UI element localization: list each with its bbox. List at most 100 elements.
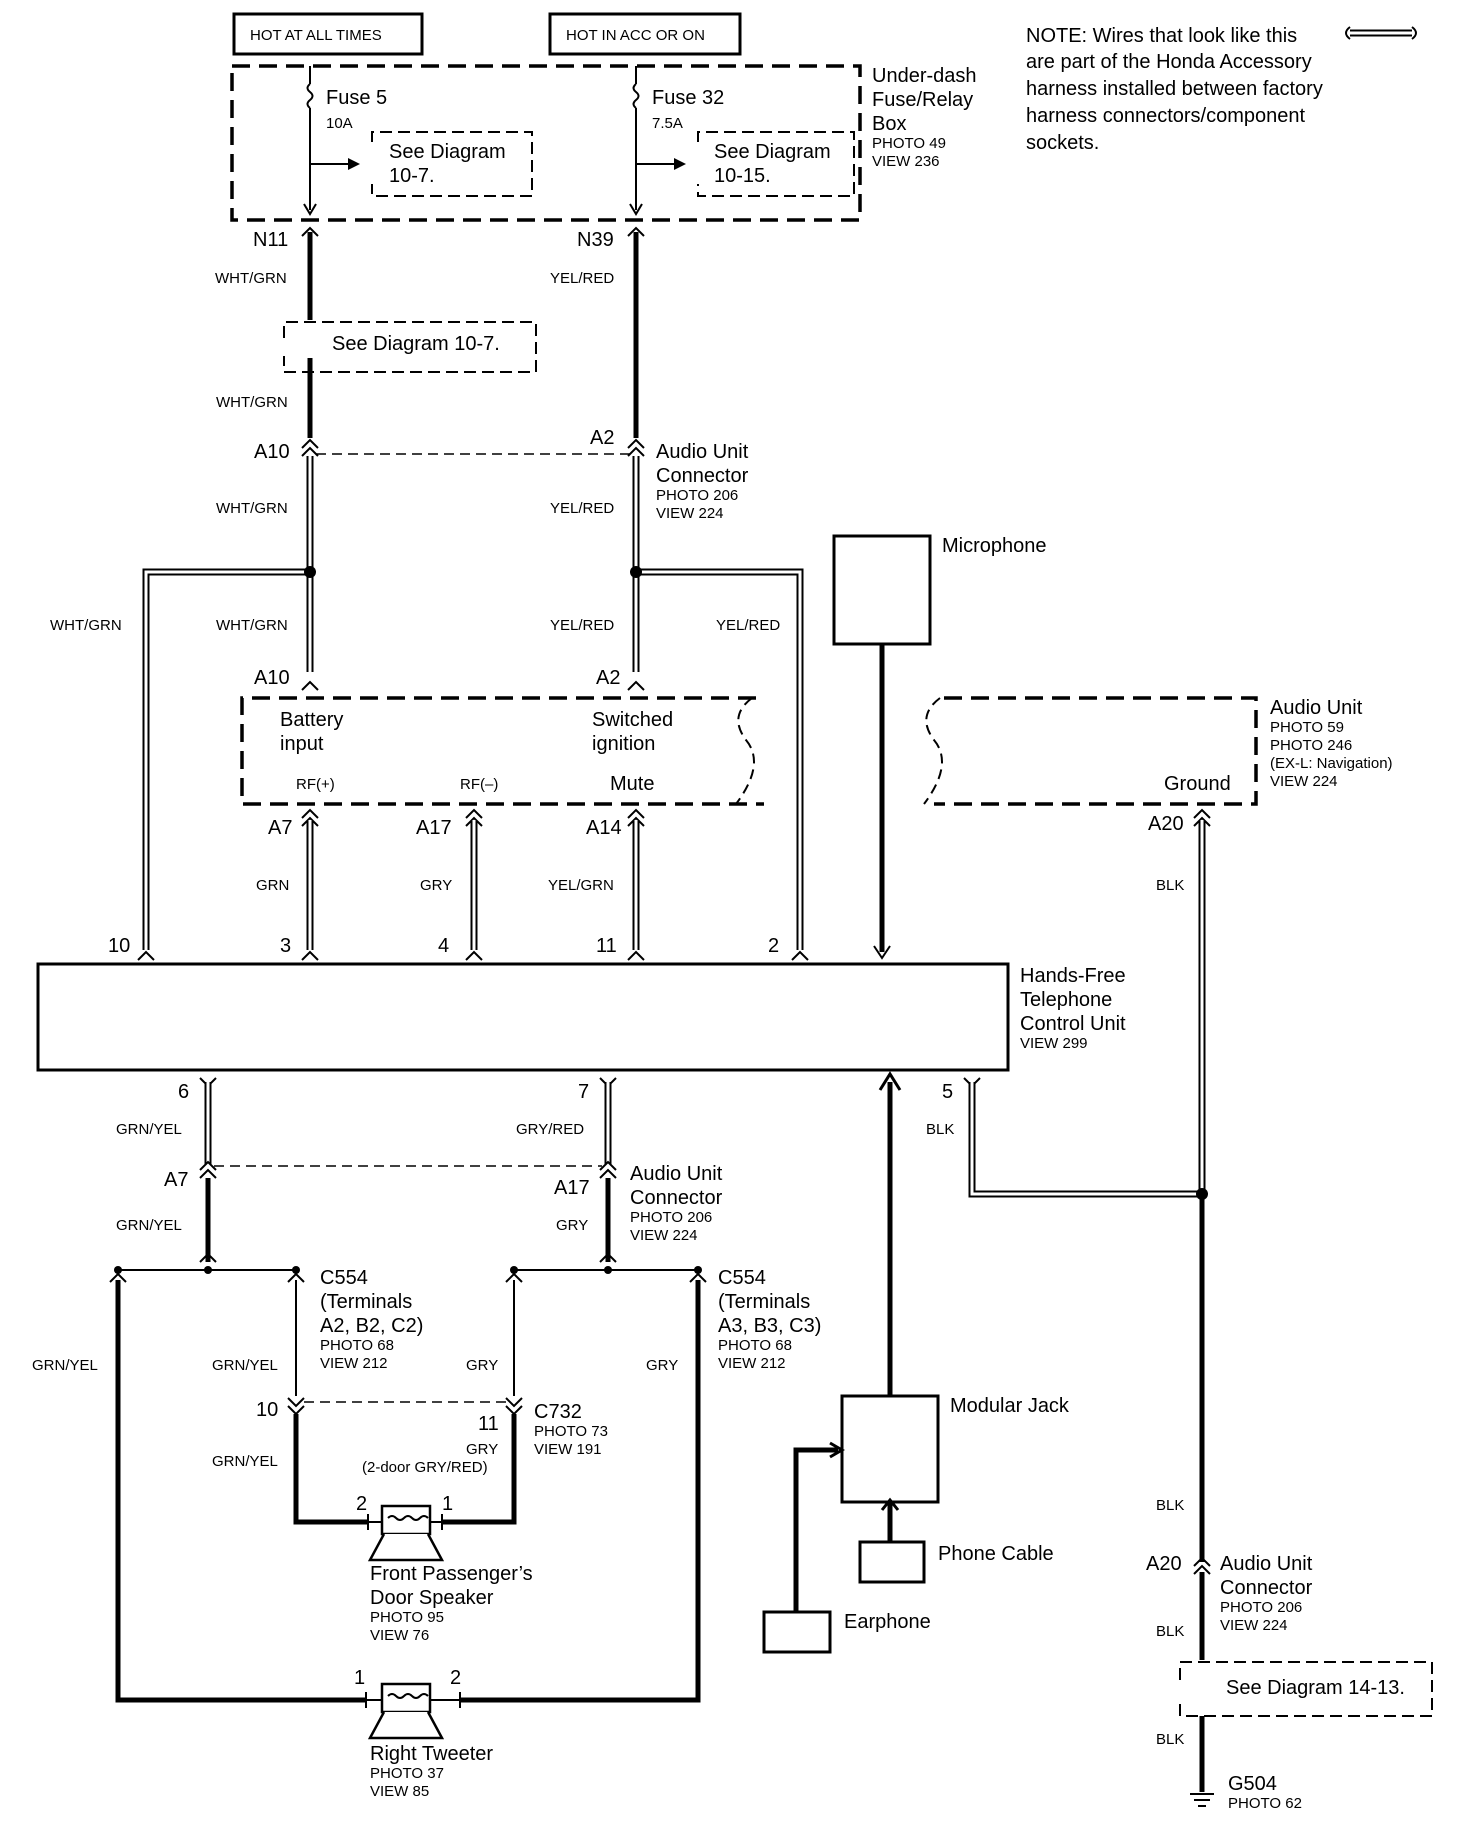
c554-left-title-1: C554 <box>320 1267 368 1289</box>
pin-3: 3 <box>280 935 291 957</box>
c554-left-title-2: (Terminals <box>320 1291 412 1313</box>
wire-yel-red-2: YEL/RED <box>550 500 614 517</box>
auc-top-view: VIEW 224 <box>656 505 724 522</box>
wire-gry-red: GRY/RED <box>516 1121 584 1138</box>
fuse-relay-box-outline <box>230 64 862 222</box>
front-speaker-title-1: Front Passenger’s <box>370 1563 533 1585</box>
splice-blk <box>1196 1188 1208 1200</box>
wire-gry-1: GRY <box>420 877 452 894</box>
microphone-label: Microphone <box>942 535 1047 557</box>
terminal-n39: N39 <box>577 229 614 251</box>
wire-wht-grn-5: WHT/GRN <box>216 617 288 634</box>
battery-input-1: Battery <box>280 709 343 731</box>
wire-wht-grn-1: WHT/GRN <box>215 270 287 287</box>
c554-left-view: VIEW 212 <box>320 1355 388 1372</box>
terminal-a20-unit: A20 <box>1148 813 1184 835</box>
audio-unit-connector-ground-label: Audio Unit Connector PHOTO 206 VIEW 224 <box>1220 1553 1313 1634</box>
hftcu-title-3: Control Unit <box>1020 1013 1126 1035</box>
auc-top-title-1: Audio Unit <box>656 441 749 463</box>
audio-unit-view: VIEW 224 <box>1270 773 1338 790</box>
switched-ignition-1: Switched <box>592 709 673 731</box>
modular-jack-box <box>840 1394 940 1504</box>
wire-gry-3: GRY <box>646 1357 678 1374</box>
wire-gry-2door: (2-door GRY/RED) <box>362 1459 488 1476</box>
pin-5: 5 <box>942 1081 953 1103</box>
terminal-a7-unit: A7 <box>268 817 292 839</box>
battery-input-2: input <box>280 733 324 755</box>
wire-yel-red-1: YEL/RED <box>550 270 614 287</box>
switched-ignition-2: ignition <box>592 733 655 755</box>
front-speaker-label: Front Passenger’s Door Speaker PHOTO 95 … <box>370 1563 533 1644</box>
wire-grn-yel-4: GRN/YEL <box>212 1357 278 1374</box>
note-line-1: NOTE: Wires that look like this <box>1026 25 1297 47</box>
splice-wht-grn <box>304 566 316 578</box>
front-speaker-photo: PHOTO 95 <box>370 1609 444 1626</box>
g504-title: G504 <box>1228 1773 1277 1795</box>
auc-lower-title-2: Connector <box>630 1187 723 1209</box>
c554-right-view: VIEW 212 <box>718 1355 786 1372</box>
fuse-5: Fuse 5 10A See Diagram 10-7. <box>303 66 533 216</box>
earphone-box <box>762 1610 832 1654</box>
see-diagram-14-13: See Diagram 14-13. <box>1226 1677 1405 1699</box>
fuse-5-see-2: 10-7. <box>389 165 435 187</box>
phone-cable-box <box>858 1540 926 1584</box>
right-tweeter-icon: 1 2 <box>354 1667 461 1740</box>
tweeter-pin-2: 2 <box>450 1667 461 1689</box>
audio-unit-connector-lower-label: Audio Unit Connector PHOTO 206 VIEW 224 <box>630 1163 723 1244</box>
pin-6: 6 <box>178 1081 189 1103</box>
terminal-a17-lower: A17 <box>554 1177 590 1199</box>
fuse-32-see-2: 10-15. <box>714 165 771 187</box>
hot-at-all-times-label: HOT AT ALL TIMES <box>250 27 382 44</box>
auc-top-title-2: Connector <box>656 465 749 487</box>
modular-jack-label: Modular Jack <box>950 1395 1070 1417</box>
rf-plus-label: RF(+) <box>296 776 335 793</box>
c554-right-title-1: C554 <box>718 1267 766 1289</box>
c554-left-label: C554 (Terminals A2, B2, C2) PHOTO 68 VIE… <box>320 1267 423 1372</box>
fuse-32-name: Fuse 32 <box>652 87 724 109</box>
audio-unit-connector-top-label: Audio Unit Connector PHOTO 206 VIEW 224 <box>656 441 749 522</box>
fuse-box-title-1: Under-dash <box>872 65 977 87</box>
mute-label: Mute <box>610 773 654 795</box>
fuse-32-see-1: See Diagram <box>714 141 831 163</box>
fuse-5-see-1: See Diagram <box>389 141 506 163</box>
speaker-pin-2: 2 <box>356 1493 367 1515</box>
fuse-relay-box-label: Under-dash Fuse/Relay Box PHOTO 49 VIEW … <box>872 65 977 170</box>
earphone-label: Earphone <box>844 1611 931 1633</box>
pin-11: 11 <box>596 935 617 957</box>
g504-photo: PHOTO 62 <box>1228 1795 1302 1812</box>
hot-in-acc-label: HOT IN ACC OR ON <box>566 27 705 44</box>
fuse-box-title-3: Box <box>872 113 906 135</box>
terminal-n11: N11 <box>253 229 288 251</box>
right-tweeter-title: Right Tweeter <box>370 1743 493 1765</box>
speaker-pin-1: 1 <box>442 1493 453 1515</box>
wire-grn-yel-3: GRN/YEL <box>32 1357 98 1374</box>
fuse-box-photo: PHOTO 49 <box>872 135 946 152</box>
audio-unit-title: Audio Unit <box>1270 697 1363 719</box>
c554-right-title-2: (Terminals <box>718 1291 810 1313</box>
tweeter-pin-1: 1 <box>354 1667 365 1689</box>
hot-in-acc-box <box>548 12 742 56</box>
terminal-a17-unit: A17 <box>416 817 452 839</box>
phone-cable-label: Phone Cable <box>938 1543 1054 1565</box>
fuse-5-rating: 10A <box>326 115 353 132</box>
auc-ground-photo: PHOTO 206 <box>1220 1599 1302 1616</box>
c732-photo: PHOTO 73 <box>534 1423 608 1440</box>
terminal-a20-lower: A20 <box>1146 1553 1182 1575</box>
wire-grn-yel-1: GRN/YEL <box>116 1121 182 1138</box>
hftcu-label: Hands-Free Telephone Control Unit VIEW 2… <box>1020 965 1126 1052</box>
c554-right-label: C554 (Terminals A3, B3, C3) PHOTO 68 VIE… <box>718 1267 821 1372</box>
right-tweeter-photo: PHOTO 37 <box>370 1765 444 1782</box>
hftcu-view: VIEW 299 <box>1020 1035 1088 1052</box>
c732-view: VIEW 191 <box>534 1441 602 1458</box>
c554-right-title-3: A3, B3, C3) <box>718 1315 821 1337</box>
auc-ground-title-1: Audio Unit <box>1220 1553 1313 1575</box>
auc-lower-title-1: Audio Unit <box>630 1163 723 1185</box>
wire-wht-grn-3: WHT/GRN <box>216 500 288 517</box>
wire-grn: GRN <box>256 877 289 894</box>
wire-blk-5: BLK <box>1156 1731 1184 1748</box>
audio-unit-outline-right <box>934 696 1258 806</box>
hftcu-title-2: Telephone <box>1020 989 1112 1011</box>
audio-unit-label: Audio Unit PHOTO 59 PHOTO 246 (EX-L: Nav… <box>1270 697 1393 790</box>
fuse-box-title-2: Fuse/Relay <box>872 89 973 111</box>
